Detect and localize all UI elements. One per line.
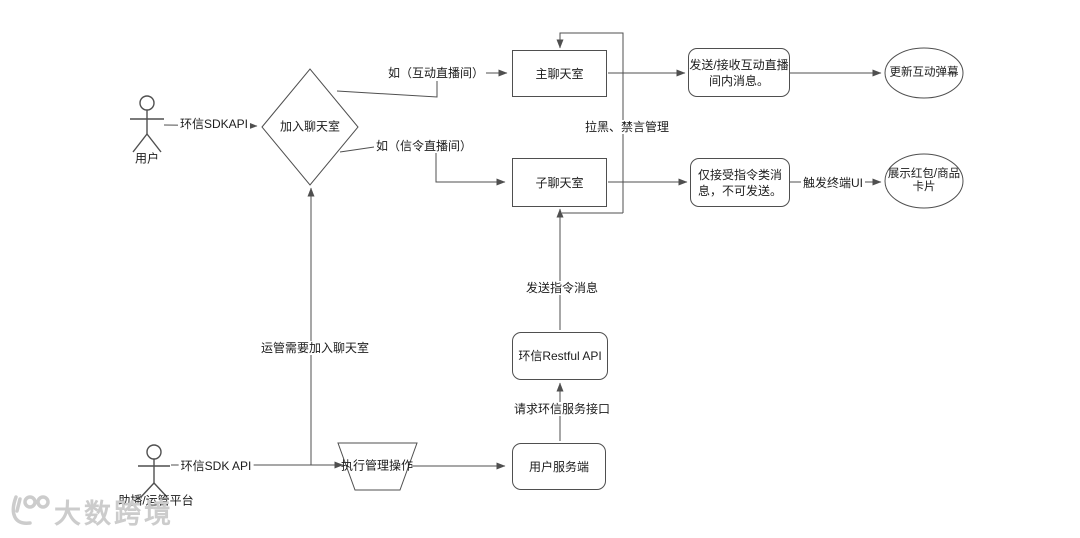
edge-label-sdk-api-bottom: 环信SDK API — [178, 459, 254, 473]
show-cards-line2: 卡片 — [912, 181, 936, 193]
sub-room-node: 子聊天室 — [512, 158, 607, 207]
edge-label-trigger-ui: 触发终端UI — [800, 176, 866, 190]
command-only-line1: 仅接受指令类消 — [697, 167, 782, 182]
send-receive-node: 发送/接收互动直播 间内消息。 — [688, 48, 790, 97]
edge-label-request-service: 请求环信服务接口 — [511, 402, 613, 416]
watermark: 大数跨境 — [4, 491, 174, 531]
command-only-node: 仅接受指令类消 息，不可发送。 — [690, 158, 790, 207]
ops-actor-icon — [138, 444, 170, 498]
sub-room-label: 子聊天室 — [535, 175, 584, 190]
main-room-label: 主聊天室 — [535, 66, 584, 81]
show-cards-line1: 展示红包/商品 — [887, 168, 961, 180]
main-room-node: 主聊天室 — [512, 50, 607, 97]
restful-api-node: 环信Restful API — [512, 332, 608, 380]
edge-label-mute-mgmt: 拉黑、禁言管理 — [582, 120, 672, 134]
watermark-logo-icon — [11, 495, 50, 525]
join-room-diamond — [261, 68, 359, 186]
edge-signal-to-sub — [435, 153, 506, 186]
update-danmaku-label: 更新互动弹幕 — [889, 66, 959, 79]
watermark-brand-text: 大数跨境 — [54, 498, 174, 529]
edge-label-signal-room: 如（信令直播间） — [373, 139, 475, 153]
show-cards-ellipse — [884, 153, 964, 209]
update-danmaku-ellipse — [884, 47, 964, 99]
send-receive-line1: 发送/接收互动直播 — [689, 57, 789, 72]
user-actor-icon — [130, 95, 164, 153]
user-server-label: 用户服务端 — [528, 459, 589, 474]
connectors — [163, 32, 964, 491]
send-receive-line2: 间内消息。 — [708, 73, 769, 88]
join-room-label: 加入聊天室 — [279, 119, 341, 134]
user-server-node: 用户服务端 — [512, 443, 606, 490]
edge-join-to-interactive — [336, 81, 438, 98]
user-actor-label: 用户 — [134, 151, 160, 166]
exec-mgmt-trapezoid — [337, 442, 418, 491]
command-only-line2: 息，不可发送。 — [697, 183, 782, 198]
show-cards-label: 展示红包/商品 卡片 — [888, 168, 960, 194]
edge-label-send-command: 发送指令消息 — [523, 281, 601, 295]
edge-label-ops-join: 运管需要加入聊天室 — [258, 341, 372, 355]
edge-label-sdk-api-top: 环信SDKAPI — [177, 117, 251, 131]
edge-label-interactive-room: 如（互动直播间） — [385, 66, 487, 80]
ops-actor-label: 助播/运管平台 — [118, 493, 194, 508]
exec-mgmt-label: 执行管理操作 — [340, 458, 414, 473]
restful-api-label: 环信Restful API — [518, 349, 602, 363]
